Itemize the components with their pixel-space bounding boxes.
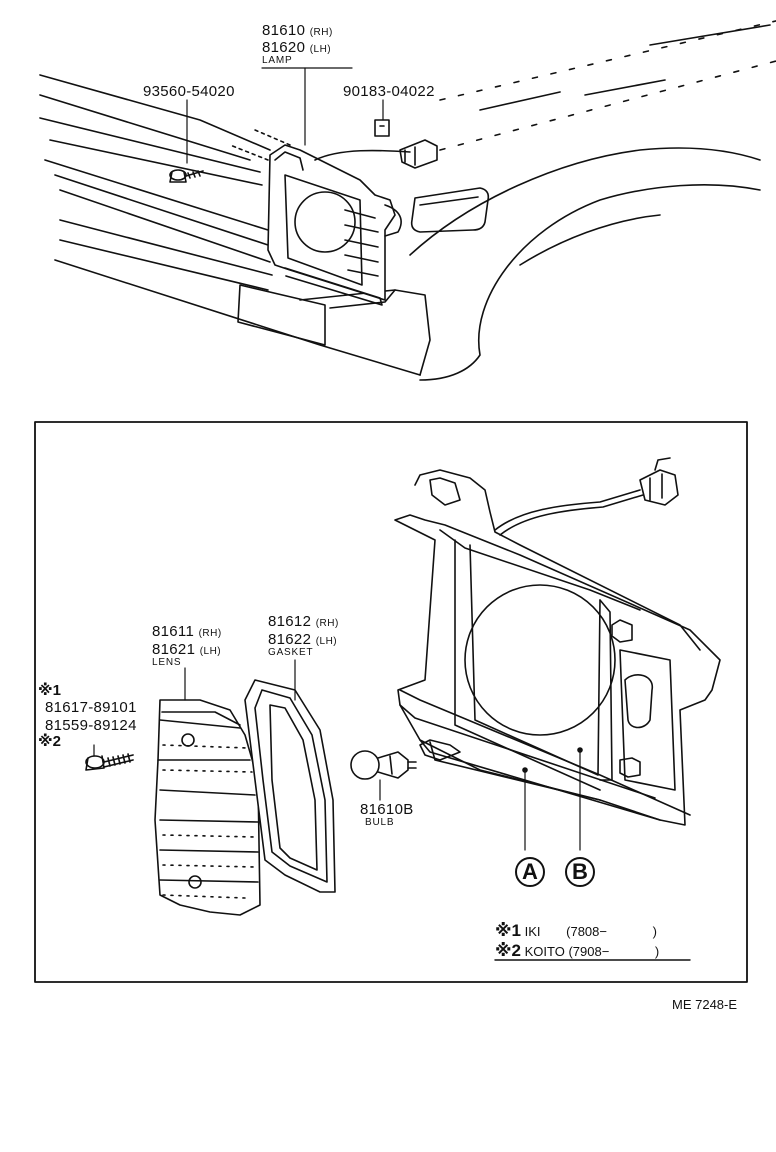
gasket-lh-part-number: 81622 (LH) bbox=[268, 631, 338, 648]
screw2-part-number: 81559-89124 bbox=[45, 717, 137, 734]
detail-frame bbox=[35, 422, 747, 982]
callout-b: B bbox=[565, 857, 595, 887]
gasket-part bbox=[245, 680, 335, 892]
bulb-icon bbox=[351, 751, 416, 779]
lens-part bbox=[155, 700, 260, 915]
footer-code: ME 7248-E bbox=[672, 997, 738, 1012]
callout-a: A bbox=[515, 857, 545, 887]
bulb-part-number: 81610B bbox=[360, 801, 414, 818]
lens-lh-part-number: 81621 (LH) bbox=[152, 641, 222, 658]
note-row-1: ※1 IKI (7808− ) bbox=[495, 921, 657, 940]
lens-rh-part-number: 81611 (RH) bbox=[152, 623, 222, 640]
connector-icon-large bbox=[640, 458, 678, 505]
mark-1: ※1 bbox=[38, 682, 61, 699]
lamp-assembly-small bbox=[268, 145, 410, 305]
lamp-lh-part-number: 81620 (LH) bbox=[262, 39, 332, 56]
connector-icon-top bbox=[375, 120, 437, 168]
lamp-name-label: LAMP bbox=[262, 55, 293, 66]
leader-lines-detail bbox=[94, 660, 580, 850]
nut-part-number-top: 90183-04022 bbox=[343, 83, 435, 100]
screw-icon-detail bbox=[86, 754, 133, 770]
note-row-2: ※2 KOITO (7908− ) bbox=[495, 941, 660, 960]
vehicle-front-drawing bbox=[40, 20, 776, 380]
gasket-name-label: GASKET bbox=[268, 647, 314, 658]
bulb-name-label: BULB bbox=[365, 817, 395, 828]
lamp-rh-part-number: 81610 (RH) bbox=[262, 22, 333, 39]
lens-name-label: LENS bbox=[152, 657, 182, 668]
screw-icon-top bbox=[170, 170, 203, 182]
leader-lines-top bbox=[187, 68, 383, 163]
mark-2: ※2 bbox=[38, 733, 61, 750]
lamp-housing-large bbox=[395, 470, 720, 825]
screw-part-number-top: 93560-54020 bbox=[143, 83, 235, 100]
gasket-rh-part-number: 81612 (RH) bbox=[268, 613, 339, 630]
screw1-part-number: 81617-89101 bbox=[45, 699, 137, 716]
